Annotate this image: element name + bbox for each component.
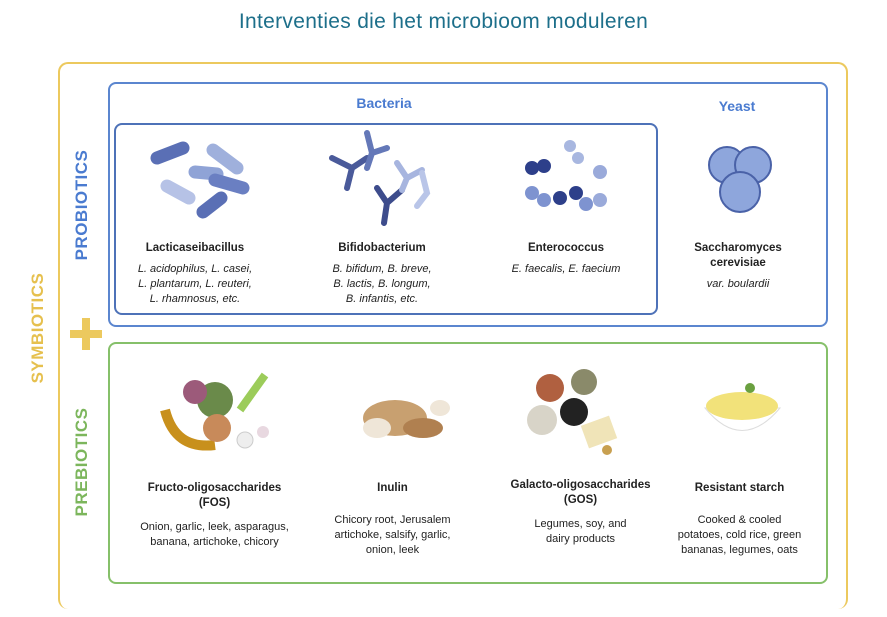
symbiotics-label: SYMBIOTICS <box>28 272 47 384</box>
plus-icon <box>70 318 102 350</box>
probiotics-label: PROBIOTICS <box>72 149 91 261</box>
branched-bacteria-icon <box>329 130 431 226</box>
yeast-cell-icon <box>708 146 772 213</box>
yeast-heading: Yeast <box>718 98 756 114</box>
prebiotic-fos: Fructo-oligosaccharides (FOS)Onion, garl… <box>140 482 289 548</box>
prebiotics-label: PREBIOTICS <box>72 407 91 517</box>
bacteria-box <box>114 123 658 315</box>
potato-salad-image <box>703 383 782 431</box>
gos-legumes-image <box>527 369 618 455</box>
symbiotics-frame <box>58 62 848 609</box>
prebiotics-box <box>108 342 828 584</box>
page-title: Interventies die het microbioom modulere… <box>238 10 649 33</box>
inulin-root-image <box>363 400 450 438</box>
bacteria-heading: Bacteria <box>356 95 412 111</box>
prebiotic-gos: Galacto-oligosaccharides (GOS)Legumes, s… <box>510 479 651 545</box>
rod-bacteria-icon <box>150 141 250 219</box>
cocci-bacteria-icon <box>525 140 607 211</box>
fos-vegetables-image <box>160 372 269 451</box>
probiotics-box <box>108 82 828 327</box>
